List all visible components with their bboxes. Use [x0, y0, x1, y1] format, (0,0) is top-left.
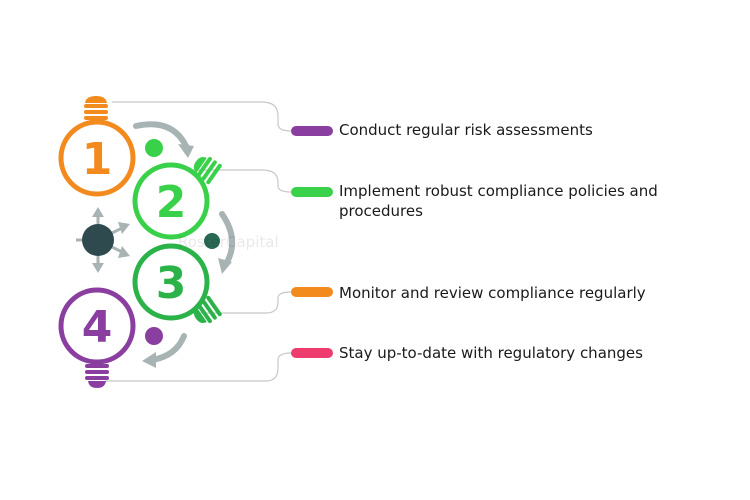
arrow-2-to-3: [219, 211, 235, 267]
tag-2: [291, 187, 333, 197]
connector-line-4: [105, 352, 292, 382]
bulb-3: 3: [132, 243, 222, 324]
dot-purple: [145, 327, 163, 345]
tag-4: [291, 348, 333, 358]
bulb-4-number: 4: [82, 302, 113, 353]
arrow-head-3: [142, 352, 156, 368]
tag-3: [291, 287, 333, 297]
bulb-3-number: 3: [156, 258, 187, 309]
step-1-text: Conduct regular risk assessments: [339, 121, 593, 139]
step-4-text: Stay up-to-date with regulatory changes: [339, 344, 643, 362]
dot-green: [145, 139, 163, 157]
watermark: RosterCapital: [178, 233, 279, 251]
step-3-text: Monitor and review compliance regularly: [339, 284, 646, 302]
bulb-1: 1: [58, 96, 136, 197]
bulb-4: 4: [58, 287, 136, 388]
arrow-head-2: [218, 258, 232, 274]
hub-circle: [82, 224, 114, 256]
dot-teal: [204, 233, 220, 249]
bulb-2: 2: [132, 156, 222, 240]
connector-line-2: [190, 169, 292, 193]
tag-1: [291, 126, 333, 136]
hub-group: [76, 207, 130, 273]
arrow-head-1: [178, 144, 194, 158]
step-2-text: Implement robust compliance policies and…: [339, 182, 658, 220]
bulb-1-number: 1: [82, 134, 113, 185]
connector-line-3: [190, 291, 292, 314]
bulb-2-number: 2: [156, 177, 187, 228]
connector-line-1: [112, 101, 292, 132]
arrow-1-to-2: [133, 121, 189, 149]
